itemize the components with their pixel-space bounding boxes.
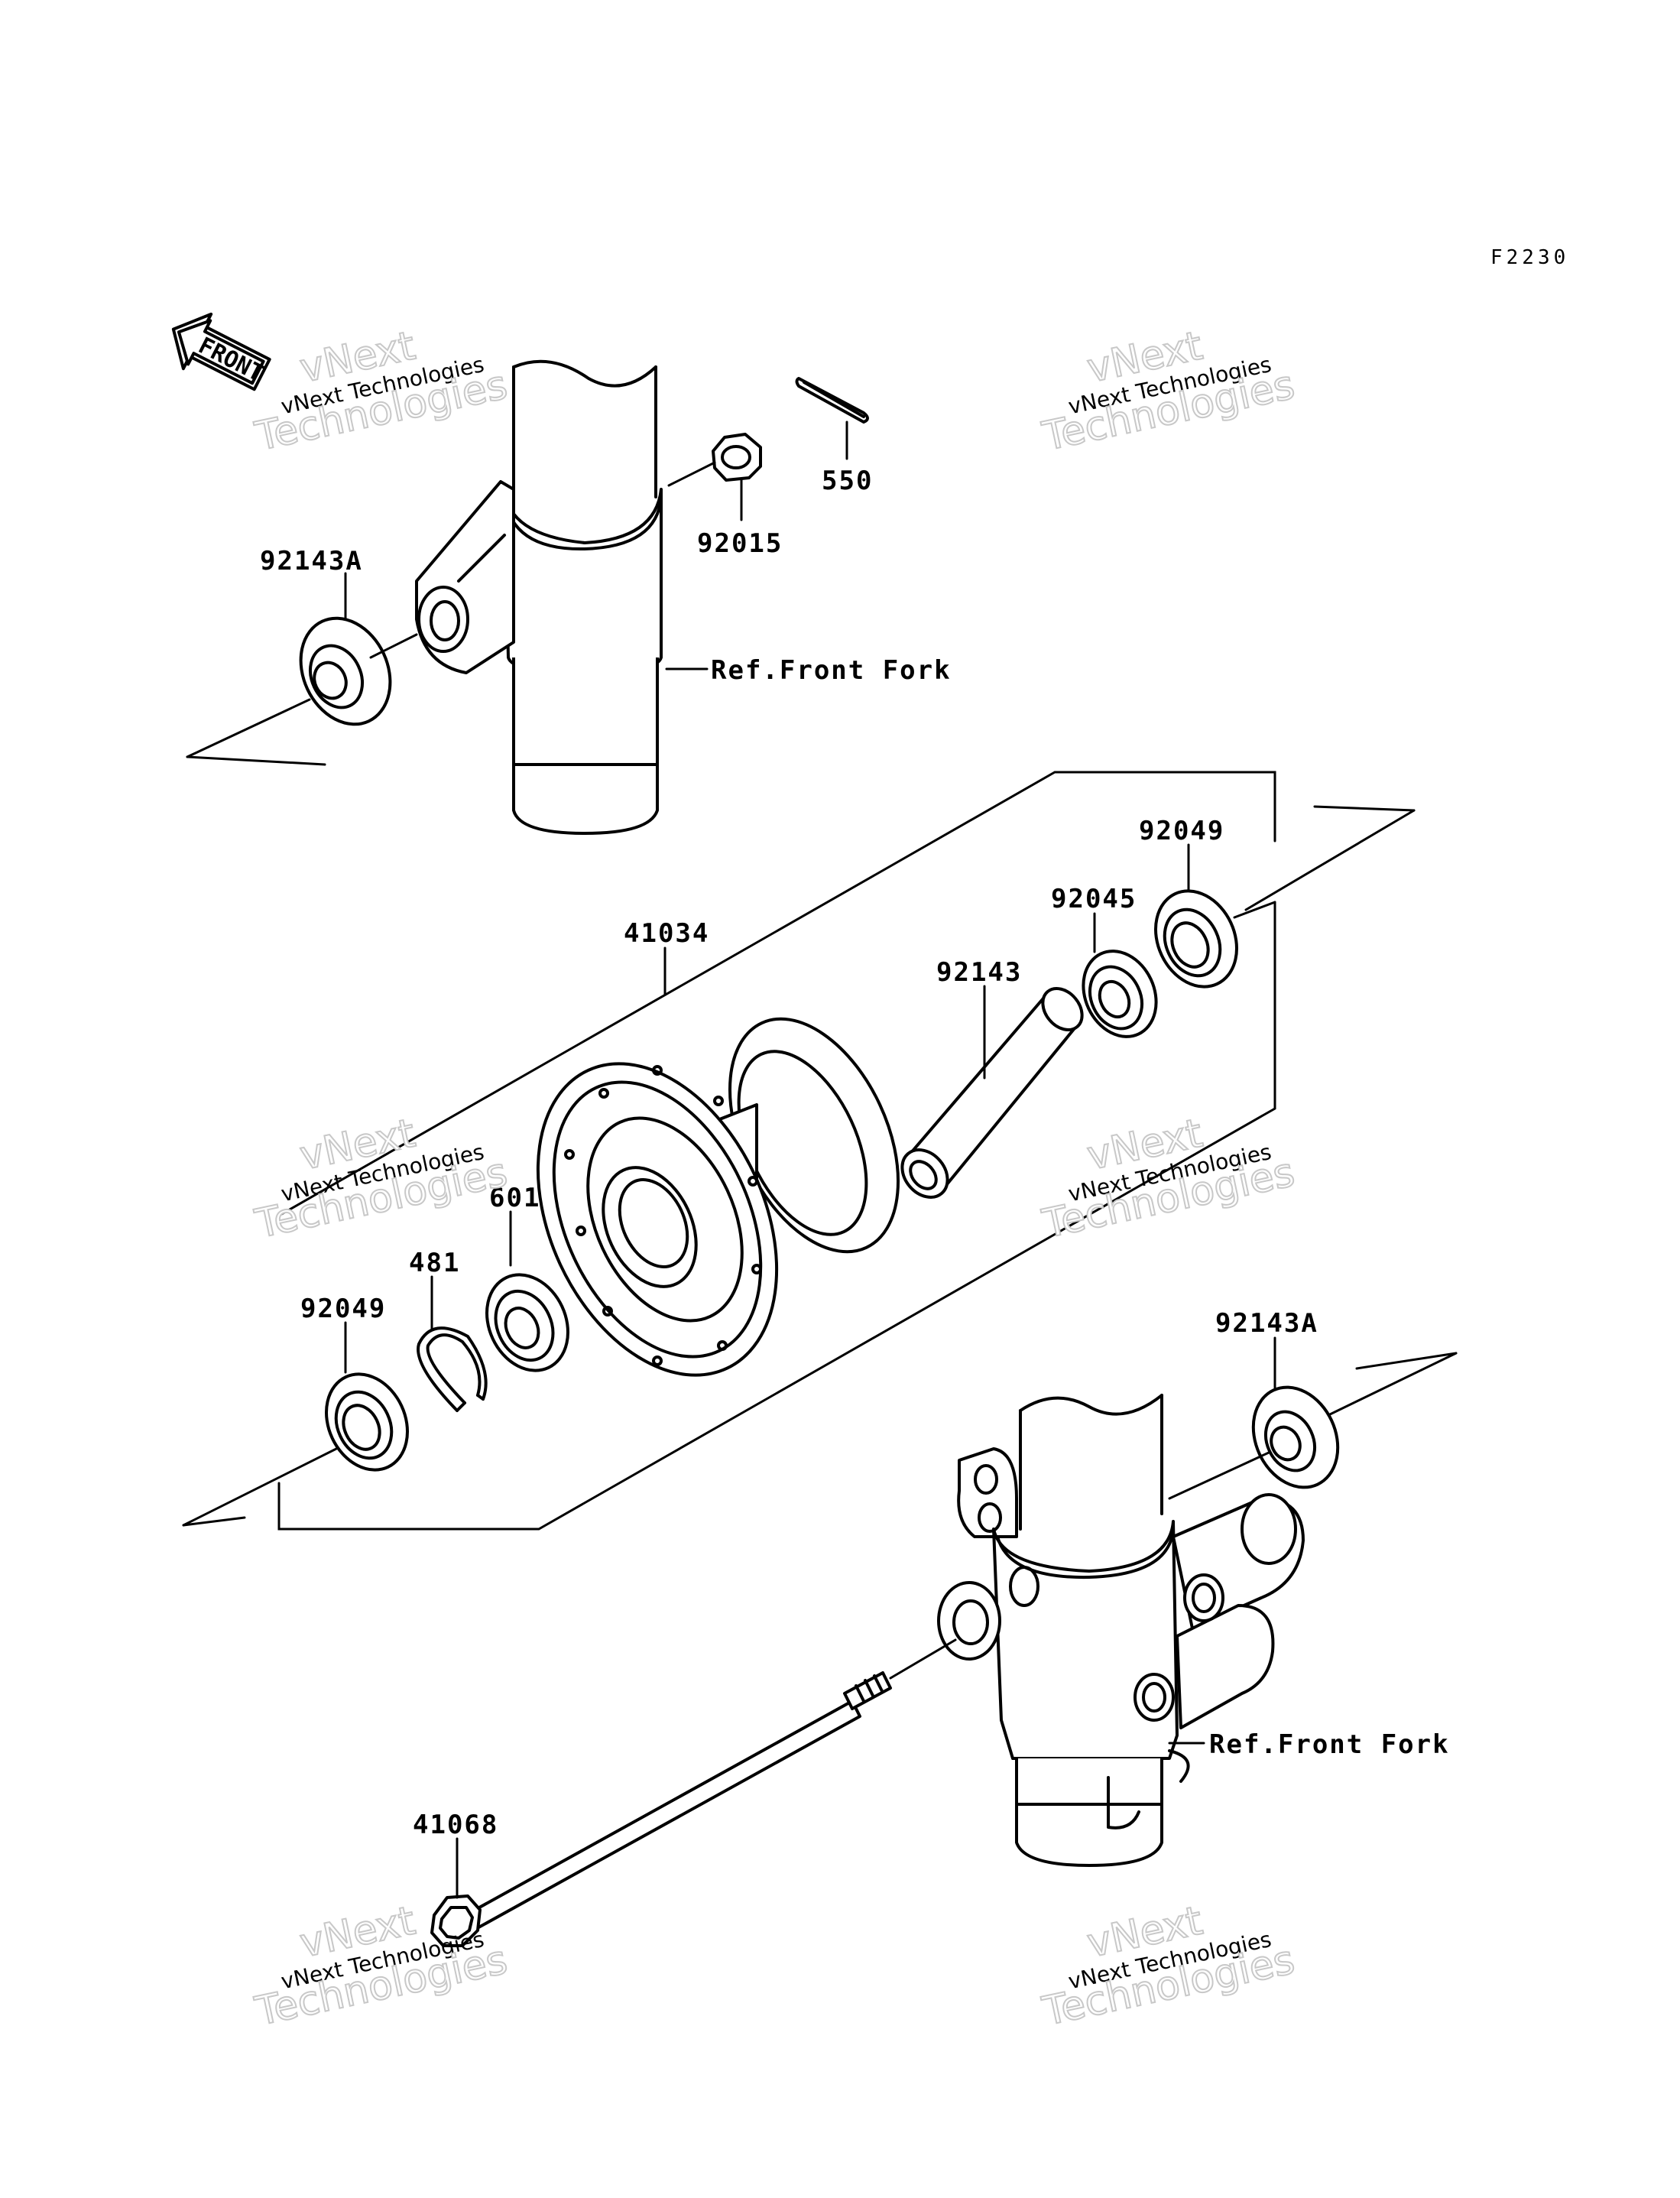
front-arrow-icon: FRONT bbox=[171, 312, 271, 391]
label-92049-left: 92049 bbox=[300, 1294, 386, 1324]
hub-assembly-frame bbox=[277, 771, 1276, 1531]
label-92143a-top: 92143A bbox=[260, 546, 363, 576]
bearing-601 bbox=[485, 1273, 569, 1372]
watermark-4: vNext vNext Technologies Technologies bbox=[1038, 1110, 1299, 1248]
axle-41068 bbox=[430, 1671, 892, 1947]
label-601: 601 bbox=[489, 1183, 540, 1213]
front-fork-top bbox=[415, 359, 663, 835]
watermark-1: vNext vNext Technologies Technologies bbox=[251, 323, 512, 461]
nut-92015 bbox=[712, 433, 762, 482]
label-550: 550 bbox=[822, 466, 873, 496]
seal-92049-right bbox=[1154, 889, 1238, 989]
spacer-92143 bbox=[900, 987, 1084, 1199]
watermark-2: vNext vNext Technologies Technologies bbox=[1038, 323, 1299, 461]
label-92143a-bottom: 92143A bbox=[1215, 1308, 1318, 1339]
seal-92049-left bbox=[325, 1372, 409, 1472]
cotter-pin-550 bbox=[795, 377, 869, 424]
figure-code: F2230 bbox=[1490, 246, 1569, 269]
label-92045: 92045 bbox=[1051, 884, 1137, 914]
ref-front-fork-top-label: Ref.Front Fork bbox=[711, 655, 952, 686]
watermark-3: vNext vNext Technologies Technologies bbox=[251, 1110, 512, 1248]
label-92015: 92015 bbox=[697, 528, 783, 559]
front-fork-bottom bbox=[937, 1394, 1305, 1867]
collar-92143a-bottom bbox=[1251, 1385, 1340, 1489]
label-41034: 41034 bbox=[624, 918, 709, 949]
bearing-92045 bbox=[1082, 950, 1158, 1038]
wheel-hub-41034 bbox=[536, 1017, 900, 1377]
watermark-6: vNext vNext Technologies Technologies bbox=[1038, 1898, 1299, 2036]
circlip-481 bbox=[417, 1326, 488, 1412]
collar-92143a-top bbox=[299, 616, 392, 726]
label-481: 481 bbox=[409, 1248, 460, 1278]
label-92049-right: 92049 bbox=[1139, 816, 1224, 846]
label-41068: 41068 bbox=[413, 1810, 498, 1840]
ref-front-fork-bottom-label: Ref.Front Fork bbox=[1209, 1729, 1450, 1760]
label-92143: 92143 bbox=[936, 957, 1022, 988]
